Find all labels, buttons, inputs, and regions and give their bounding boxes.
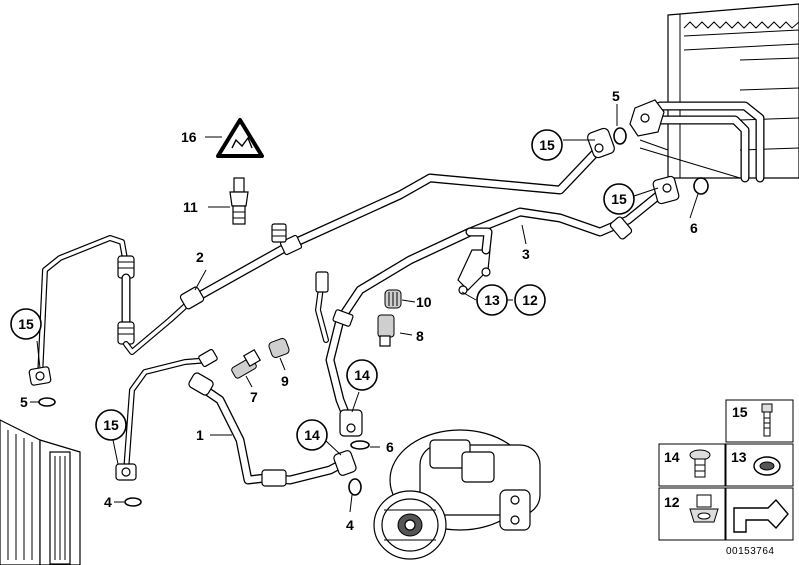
suction-line-lower: [315, 227, 493, 437]
callout-15c: 15: [531, 129, 563, 161]
suction-line-3: [457, 175, 680, 295]
direction-arrow-icon: [733, 498, 789, 533]
condenser: [639, 3, 799, 179]
callout-11: 11: [183, 199, 198, 215]
callout-4b: 4: [346, 517, 354, 533]
callout-5b: 5: [612, 88, 620, 104]
callout-15b: 15: [95, 409, 127, 441]
pressure-line-1: [115, 348, 357, 487]
callout-10: 10: [416, 294, 432, 310]
callout-1: 1: [196, 427, 204, 443]
svg-text:13: 13: [484, 292, 500, 308]
callout-15a: 15: [10, 308, 42, 340]
callout-2: 2: [196, 249, 204, 265]
callout-6a: 6: [386, 439, 394, 455]
svg-text:15: 15: [539, 137, 555, 153]
legend-12: 12: [664, 494, 680, 510]
valve-core-8: [377, 314, 395, 347]
pressure-sensor-11: [229, 177, 249, 225]
evaporator-feed-line: [28, 235, 195, 386]
callout-14a: 14: [296, 419, 328, 451]
valve-core-7: [231, 348, 262, 379]
callout-12: 12: [514, 284, 546, 316]
callout-8: 8: [416, 328, 424, 344]
callout-15d: 15: [603, 183, 635, 215]
nut-12-icon: [689, 494, 719, 523]
svg-text:15: 15: [18, 316, 34, 332]
callout-labels: 1 2 3 4 4 5 5 6 6 7 8 9 10 11 16: [20, 88, 698, 533]
callout-5a: 5: [20, 394, 28, 410]
callout-14b: 14: [346, 359, 378, 391]
svg-text:15: 15: [103, 417, 119, 433]
svg-text:12: 12: [522, 292, 538, 308]
warning-label-16: [216, 118, 264, 158]
legend-15: 15: [732, 404, 748, 420]
callout-9: 9: [281, 373, 289, 389]
callout-16: 16: [181, 129, 197, 145]
svg-text:15: 15: [611, 191, 627, 207]
o-rings: [38, 127, 709, 507]
ac-compressor: [373, 429, 541, 560]
cap-9: [268, 338, 290, 358]
circled-callouts: 12 13 14 14 15 15 15 15: [10, 129, 635, 451]
condenser-outlet-tube: [629, 99, 765, 183]
image-number: 00153764: [726, 546, 775, 557]
leader-lines: [30, 104, 699, 513]
screw-14-icon: [689, 449, 711, 478]
callout-6b: 6: [690, 220, 698, 236]
callout-7: 7: [250, 389, 258, 405]
legend-14: 14: [664, 449, 680, 465]
callout-3: 3: [522, 246, 530, 262]
evaporator-housing: [0, 419, 81, 565]
parts-legend: 15 14 13 12: [658, 399, 794, 557]
callout-4a: 4: [104, 494, 112, 510]
screw-15-icon: [761, 403, 773, 437]
callout-13: 13: [476, 284, 508, 316]
grommet-13-icon: [753, 456, 781, 476]
svg-text:14: 14: [304, 427, 320, 443]
pressure-line-2: [179, 127, 615, 310]
cap-10: [384, 289, 402, 309]
svg-text:14: 14: [354, 367, 370, 383]
legend-13: 13: [731, 449, 747, 465]
